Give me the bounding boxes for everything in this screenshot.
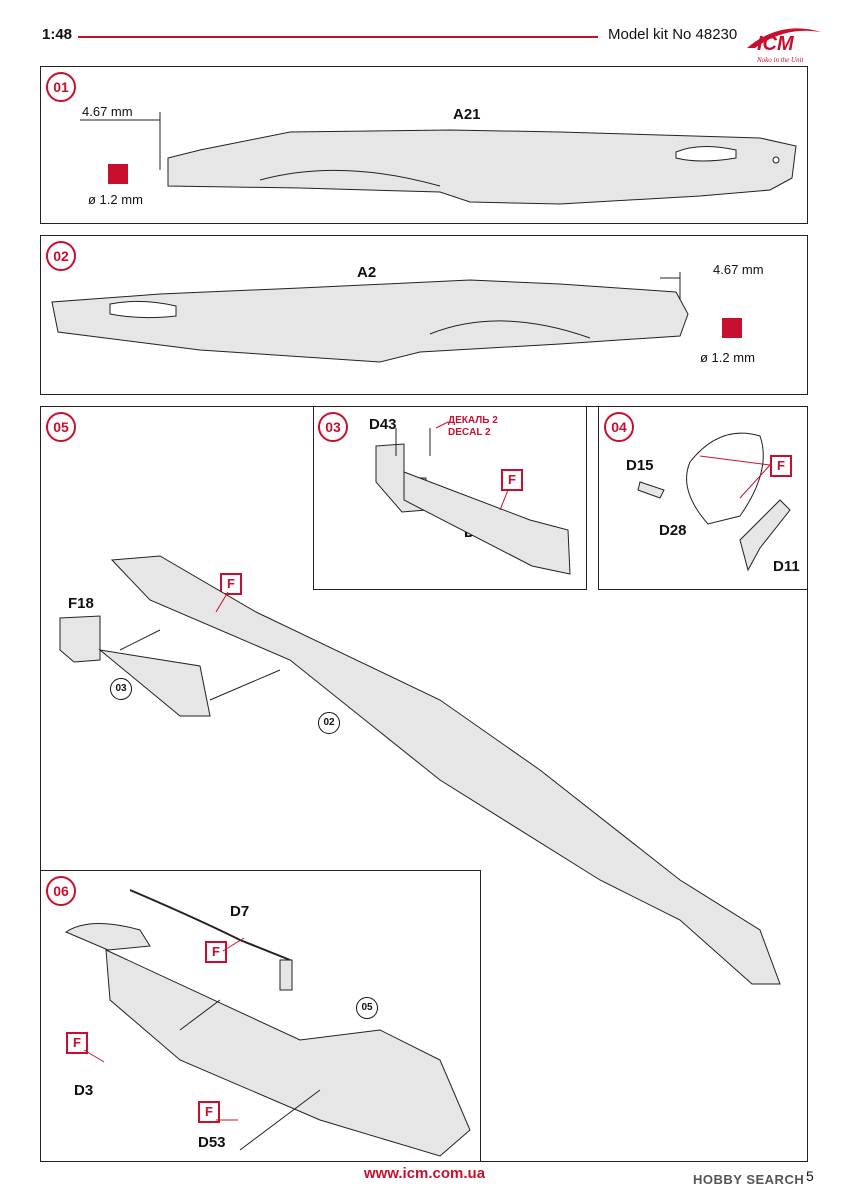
step-03-badge: 03 <box>318 412 348 442</box>
part-label-d28: D28 <box>659 522 687 539</box>
ref-step-05: 05 <box>356 997 378 1019</box>
ref-step-02: 02 <box>318 712 340 734</box>
part-label-d53: D53 <box>198 1134 226 1151</box>
header-rule <box>78 36 598 38</box>
footer-url[interactable]: www.icm.com.ua <box>363 1165 486 1182</box>
drill-diameter: ø 1.2 mm <box>88 192 143 207</box>
decal-label-en: DECAL 2 <box>448 427 491 438</box>
kit-number: Model kit No 48230 <box>608 26 738 43</box>
flag-f-marker: F <box>66 1032 88 1054</box>
step-01-badge: 01 <box>46 72 76 102</box>
flag-f-marker: F <box>220 573 242 595</box>
watermark: HOBBY SEARCH <box>693 1172 805 1187</box>
flag-f-marker: F <box>501 469 523 491</box>
part-label-f18: F18 <box>68 595 94 612</box>
decal-label-ru: ДЕКАЛЬ 2 <box>448 415 498 426</box>
drill-diameter: ø 1.2 mm <box>700 350 755 365</box>
drill-icon <box>108 164 128 184</box>
step-06-badge: 06 <box>46 876 76 906</box>
drill-icon <box>722 318 742 338</box>
part-label-d3: D3 <box>74 1082 94 1099</box>
part-label-d15: D15 <box>626 457 654 474</box>
flag-f-marker: F <box>770 455 792 477</box>
flag-f-marker: F <box>198 1101 220 1123</box>
flag-f-marker: F <box>205 941 227 963</box>
part-label-d7: D7 <box>230 903 250 920</box>
page-number: 5 <box>806 1168 814 1184</box>
part-label-a2: A2 <box>357 264 377 281</box>
step-02-badge: 02 <box>46 241 76 271</box>
step-04-badge: 04 <box>604 412 634 442</box>
part-label-d43: D43 <box>369 416 397 433</box>
icm-logo: ICM Noko in the Unit <box>747 28 821 64</box>
ref-step-03: 03 <box>110 678 132 700</box>
scale-label: 1:48 <box>42 26 73 43</box>
step-05-badge: 05 <box>46 412 76 442</box>
part-label-d11: D11 <box>773 558 800 575</box>
svg-text:ICM: ICM <box>757 33 795 55</box>
part-label-a21: A21 <box>453 106 481 123</box>
svg-text:Noko in the Unit: Noko in the Unit <box>756 56 805 64</box>
dimension-label: 4.67 mm <box>82 104 133 119</box>
dimension-label: 4.67 mm <box>713 262 764 277</box>
